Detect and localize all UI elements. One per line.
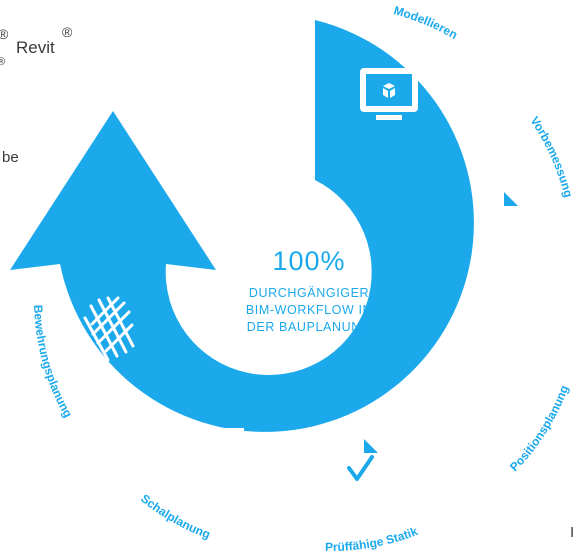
download-arrows-icon	[445, 347, 495, 376]
svg-text:Modellieren: Modellieren	[392, 3, 460, 42]
registered-mark: ®	[0, 26, 9, 42]
registered-mark: ®	[0, 56, 6, 68]
step-label-modellieren: Modellieren	[392, 3, 460, 42]
monitor-cube-icon	[360, 68, 418, 120]
document-fold	[504, 192, 518, 206]
text-fragment-be: be	[2, 149, 19, 166]
svg-text:Schalplanung: Schalplanung	[138, 491, 212, 541]
rebar-mesh-icon	[83, 296, 135, 362]
svg-text:Vorbemessung: Vorbemessung	[528, 114, 576, 199]
checked-document-icon	[341, 437, 380, 492]
center-percentage: 100%	[272, 246, 346, 276]
center-caption-line-3: DER BAUPLANUNG	[246, 320, 372, 334]
center-caption-line-1: DURCHGÄNGIGER	[248, 286, 370, 300]
revit-word: Revit	[16, 38, 55, 57]
step-label-pruffahige-statik: Prüffähige Statik	[325, 524, 420, 554]
svg-text:Prüffähige Statik: Prüffähige Statik	[325, 524, 420, 554]
svg-text:Positionsplanung: Positionsplanung	[507, 383, 571, 474]
step-label-bewehrungsplanung: Bewehrungsplanung	[31, 304, 75, 419]
step-label-schalplanung: Schalplanung	[138, 491, 212, 541]
registered-mark: ®	[62, 24, 73, 40]
center-caption-line-2: BIM-WORKFLOW IN	[245, 303, 373, 317]
svg-text:Bewehrungsplanung: Bewehrungsplanung	[31, 304, 75, 419]
step-label-vorbemessung: Vorbemessung	[528, 114, 576, 199]
formwork-book-icon	[205, 428, 244, 479]
text-fragment-bottom-right: I	[570, 524, 575, 541]
step-label-positionsplanung: Positionsplanung	[507, 383, 571, 474]
document-icon	[481, 190, 520, 240]
